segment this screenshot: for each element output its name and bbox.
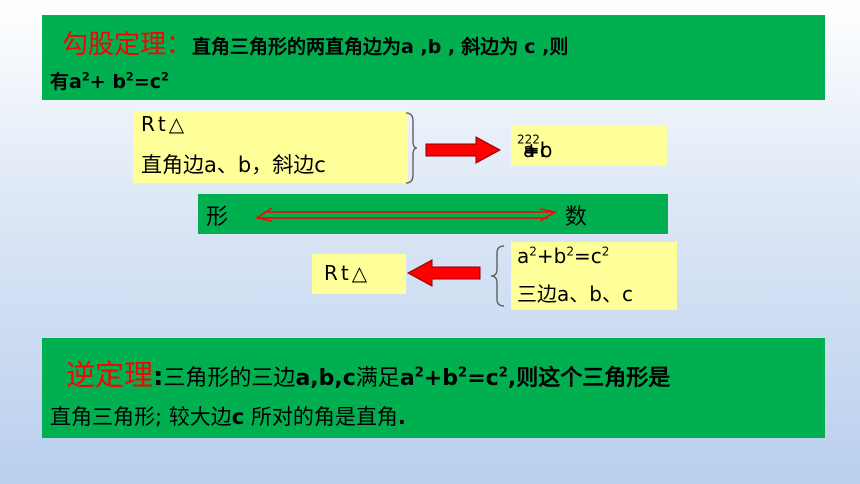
- converse-text-3: ,则这个三角形是: [507, 366, 671, 391]
- shape-number-bar: 形 数: [198, 194, 668, 234]
- converse-formula: a2+b2=c2: [399, 365, 508, 391]
- theorem-banner: 勾股定理：直角三角形的两直角边为a ,b , 斜边为 c ,则 有a2+ b2=…: [42, 15, 825, 100]
- converse-banner: 逆定理:三角形的三边a,b,c满足a2+b2=c2,则这个三角形是 直角三角形;…: [42, 338, 825, 438]
- theorem-c: c: [524, 36, 536, 58]
- converse-conditions-box: a2+b2=c2 三边a、b、c: [511, 242, 677, 310]
- double-arrow-icon: [254, 208, 558, 222]
- left-brace-icon: [490, 245, 505, 307]
- rt-label-2: Rt△: [324, 261, 371, 285]
- theorem-formula-a: a: [69, 71, 82, 93]
- converse-colon: :: [153, 362, 164, 392]
- theorem-sep-2: ,: [441, 36, 456, 58]
- three-sides-text: 三边a、b、c: [517, 282, 633, 306]
- theorem-title: 勾股定理：: [62, 30, 193, 60]
- converse-line2-c: c: [231, 405, 245, 429]
- theorem-exp-1: 2: [81, 69, 90, 84]
- converse-abc: a,b,c: [295, 366, 356, 391]
- converse-line2-a: 直角三角形; 较大边: [50, 405, 232, 429]
- theorem-formula-plus: + b: [89, 71, 126, 93]
- converse-line-1: 逆定理:三角形的三边a,b,c满足a2+b2=c2,则这个三角形是: [66, 352, 670, 394]
- theorem-line2-prefix: 有: [50, 71, 70, 93]
- converse-line-2: 直角三角形; 较大边c 所对的角是直角.: [50, 401, 406, 431]
- theorem-sep-1: ,: [413, 36, 428, 58]
- converse-formula: a2+b2=c2: [517, 244, 610, 268]
- converse-line2-dot: .: [397, 405, 406, 429]
- theorem-line-1: 勾股定理：直角三角形的两直角边为a ,b , 斜边为 c ,则: [62, 24, 568, 61]
- rt-conditions-box: Rt△ 直角边a、b，斜边c: [133, 111, 408, 183]
- converse-text-1: 三角形的三边: [163, 366, 296, 391]
- right-arrow-icon: [425, 136, 502, 164]
- theorem-b: b: [427, 36, 442, 58]
- legs-hypotenuse-text: 直角边a、b，斜边c: [141, 153, 326, 177]
- converse-title: 逆定理: [66, 358, 154, 392]
- rt-label: Rt△: [141, 112, 188, 136]
- left-arrow-icon: [406, 259, 481, 287]
- shape-label: 形: [206, 205, 229, 230]
- theorem-text-2: 斜边为: [461, 36, 519, 58]
- theorem-exp-3: 2: [161, 69, 169, 84]
- theorem-a: a: [401, 36, 414, 58]
- number-label: 数: [565, 205, 588, 230]
- theorem-line-2: 有a2+ b2=c2: [50, 67, 169, 94]
- converse-line2-b: 所对的角是直角: [244, 405, 398, 429]
- right-brace-icon: [405, 112, 418, 184]
- theorem-exp-2: 2: [125, 69, 134, 84]
- rt-result-box: Rt△: [312, 254, 406, 294]
- theorem-text-1: 直角三角形的两直角边为: [192, 36, 402, 58]
- converse-text-2: 满足: [355, 366, 400, 391]
- theorem-sep-3: ,则: [535, 36, 569, 58]
- theorem-formula-eq: =c: [133, 71, 162, 93]
